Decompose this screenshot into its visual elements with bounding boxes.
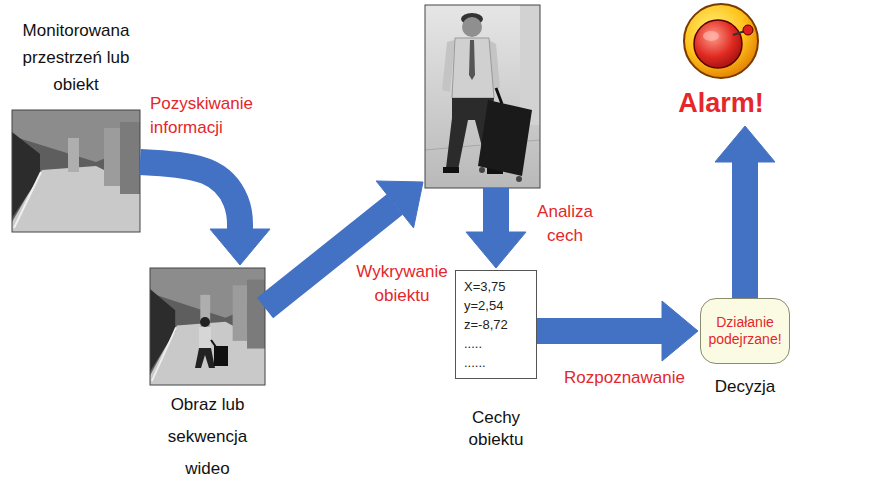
alarm-node: Alarm! (661, 2, 781, 120)
photo-frame (12, 110, 140, 232)
platform-scene (150, 268, 265, 385)
feature-value: y=2,54 (464, 296, 528, 315)
arrow-head (662, 301, 698, 361)
bell-dome (694, 20, 742, 68)
suitcase (214, 346, 228, 366)
object-photo (425, 5, 540, 188)
caption-holder: Monitorowana przestrzeń lub obiekt (6, 17, 146, 98)
caption: Monitorowana przestrzeń lub obiekt (6, 17, 146, 98)
walking-man-small (195, 317, 228, 368)
block-arrow (537, 301, 698, 361)
caption-holder: Obraz lub sekwencja wideo (145, 389, 270, 485)
feature-list-box: X=3,75y=2,54z=-8,72........... (455, 270, 537, 379)
wheel (516, 176, 522, 182)
block-arrow (140, 162, 270, 265)
tie (469, 40, 475, 80)
decision-rounded-box: Działanie podejrzane! (700, 298, 790, 364)
feature-value: X=3,75 (464, 277, 528, 296)
arrow-shaft (483, 188, 509, 232)
shirt (199, 327, 211, 348)
shoe (443, 167, 459, 173)
arrow-head (715, 126, 775, 162)
caption: Decyzja (700, 376, 790, 398)
bell-knob (743, 25, 753, 35)
platform-photo (12, 110, 140, 232)
arrow-head (376, 181, 423, 228)
caption-holder: Cechy obiektu (451, 407, 541, 451)
bell-ring (684, 4, 758, 78)
photo-background (425, 5, 540, 188)
decision-box: Działanie podejrzane! Decyzja (700, 298, 790, 398)
caption-holder: Alarm! (661, 86, 781, 120)
block-arrow (466, 188, 526, 268)
block-arrow (715, 126, 775, 298)
caption: Cechy obiektu (451, 407, 541, 451)
photo-border (150, 268, 265, 385)
shirt (452, 38, 494, 98)
decision-text: Działanie podejrzane! (707, 314, 783, 348)
pillar (520, 5, 540, 125)
arrow-head (466, 232, 526, 268)
scene-photo: Monitorowana przestrzeń lub obiekt (6, 17, 146, 232)
handle (496, 88, 502, 104)
alarm-bell-icon (684, 4, 758, 78)
suitcase (478, 100, 532, 176)
alarm-icon-frame (681, 2, 761, 80)
step-label: Rozpoznawanie (564, 366, 694, 390)
caption: Obraz lub sekwencja wideo (145, 389, 270, 485)
arrow-shaft (140, 162, 240, 229)
feature-box: X=3,75y=2,54z=-8,72........... Cechy obie… (451, 270, 541, 451)
photo-frame (150, 268, 265, 385)
legs (195, 348, 215, 368)
arrow-shaft (537, 318, 662, 344)
wheel (479, 167, 485, 173)
caption-holder: Decyzja (700, 376, 790, 398)
photo-border (12, 110, 140, 232)
arrow-shaft (732, 162, 758, 298)
alarm-text: Alarm! (661, 86, 781, 120)
step-label: Wykrywanie obiektu (350, 260, 454, 308)
arrow-head (210, 229, 270, 265)
head (200, 317, 210, 327)
photo-frame (425, 5, 540, 188)
handle (211, 340, 216, 347)
step-label: Pozyskiwanie informacji (150, 92, 268, 140)
object-photo (425, 5, 540, 188)
video-frame-photo (150, 268, 265, 385)
feature-value: ...... (464, 353, 528, 372)
photo-border (425, 5, 540, 188)
bell-highlight (703, 31, 719, 41)
video-frame: Obraz lub sekwencja wideo (145, 268, 270, 485)
step-label: Analiza cech (528, 200, 602, 248)
head (462, 17, 482, 37)
feature-value: ..... (464, 334, 528, 353)
feature-value: z=-8,72 (464, 315, 528, 334)
